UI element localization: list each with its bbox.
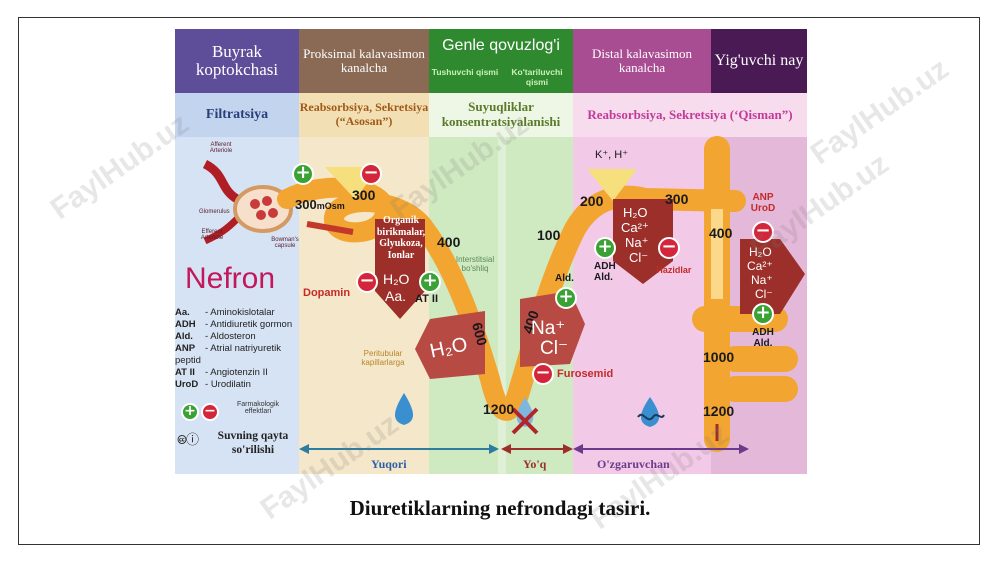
legend-minus-icon: −	[201, 403, 219, 421]
nacl-na: Na⁺	[531, 318, 566, 339]
kh-label: K⁺, H⁺	[595, 149, 629, 161]
water-drop-high	[394, 393, 414, 425]
osm-collect-b: 1000	[703, 349, 735, 365]
subtitle-glomerulus: Filtratsiya	[175, 93, 299, 137]
interstitial-label: Interstitsial bo'shliq	[455, 255, 495, 273]
peritubular-capillary	[306, 221, 354, 235]
legend-row: Ald.- Aldosteron	[175, 331, 256, 342]
duct-highlight	[711, 209, 723, 299]
distal-ion-ca: Ca²⁺	[621, 220, 649, 235]
osm-collect-a: 400	[709, 225, 733, 241]
osm-collect-c: 1200	[703, 403, 735, 419]
distal-ion-h2o: H₂O	[623, 205, 648, 220]
distal-hormones: ADH Ald.	[594, 261, 616, 283]
legend-row: UroD- Urodilatin	[175, 379, 251, 390]
proximal-ion-h2o: H₂O	[383, 271, 410, 287]
osm-proximal: 300	[352, 187, 376, 203]
h2o-arrow	[415, 311, 485, 379]
tiazid-minus-icon: −	[658, 237, 680, 259]
loop-sub-descending: Tushuvchi qismi	[429, 63, 501, 93]
loop-center-band	[498, 137, 506, 474]
water-variable-wave	[637, 413, 665, 421]
scale-none-label: Yo'q	[523, 457, 547, 471]
water-none-cross	[511, 407, 539, 435]
water-drop-variable	[640, 397, 660, 427]
osm-start: 300mOsm	[295, 197, 345, 212]
collect-ion-na: Na⁺	[751, 273, 773, 287]
collect-plus-icon: +	[752, 303, 774, 325]
loop-sub-ascending: Ko'tariluvchi qismi	[501, 63, 573, 93]
distal-ion-cl: Cl⁻	[629, 250, 649, 265]
collecting-arrow	[740, 239, 805, 314]
furosemid-label: Furosemid	[557, 368, 614, 380]
osm-loop-bottom: 1200	[483, 401, 515, 417]
collect-minus-icon: −	[752, 221, 774, 243]
dopamine-label: Dopamin	[303, 287, 351, 299]
proximal-minus-icon: −	[360, 163, 382, 185]
tubule-drawing	[202, 136, 805, 454]
legend: Aa.- Aminokislotalar ADH- Antidiuretik g…	[175, 307, 303, 391]
osm-loop-asc-low: 100	[537, 227, 561, 243]
legend-plus-icon: +	[181, 403, 199, 421]
label-bowman: Bowman's capsule	[271, 237, 299, 249]
header-loop: Genle qovuzlog'i	[429, 29, 573, 63]
dopamine-minus-icon: −	[356, 271, 378, 293]
afferent-arteriole	[202, 159, 240, 203]
legend-row: Aa.- Aminokislotalar	[175, 307, 275, 318]
legend-effects: Farmakologik effektlari	[236, 401, 279, 415]
label-efferent: Efferent Arteriole	[200, 229, 224, 241]
nacl-cl: Cl⁻	[540, 338, 568, 359]
proximal-tubule	[277, 177, 525, 421]
label-glomerulus: Glomerulus	[199, 209, 230, 215]
subtitle-loop: Suyuqliklar konsentratsiyalanishi	[429, 93, 573, 137]
collect-ion-ca: Ca²⁺	[747, 259, 773, 273]
distal-arrow	[613, 199, 673, 284]
legend-row: ADH- Antidiuretik gormon	[175, 319, 293, 330]
at2-label: AT II	[415, 293, 439, 305]
proximal-plus-icon: +	[292, 163, 314, 185]
subtitle-distal: Reabsorbsiya, Sekretsiya (‘Qisman”)	[573, 93, 807, 137]
subtitle-proximal: Reabsorbsiya, Sekretsiya (“Asosan”)	[299, 93, 429, 137]
legend-row: AT II- Angiotenzin II	[175, 367, 268, 378]
nephron-diagram: Buyrak koptokchasi Proksimal kalavasimon…	[175, 29, 807, 474]
water-reabsorption-label: Suvning qayta so'rilishi	[217, 430, 289, 457]
scale-variable-label: O'zgaruvchan	[597, 457, 670, 471]
distal-ion-na: Na⁺	[625, 235, 649, 250]
osm-distal-b: 300	[665, 191, 689, 207]
furosemid-minus-icon: −	[532, 363, 554, 385]
license-icons: 🅭ⓘ	[178, 433, 200, 448]
nefron-title: Nefron	[185, 262, 276, 295]
collect-ion-cl: Cl⁻	[755, 287, 773, 301]
proximal-box-text: Organik birikmalar, Glyukoza, Ionlar	[376, 215, 426, 261]
proximal-ion-aa: Aa.	[385, 288, 407, 304]
bowman-capsule	[233, 185, 293, 233]
figure-caption: Diuretiklarning nefrondagi tasiri.	[349, 496, 651, 520]
osm-distal-a: 200	[580, 193, 604, 209]
collect-pos-label: ADH Ald.	[752, 327, 774, 349]
osm-loop-desc: 400	[437, 234, 461, 250]
header-proximal: Proksimal kalavasimon kanalcha	[299, 29, 429, 93]
proximal-arrow	[375, 219, 425, 319]
header-distal: Distal kalavasimon kanalcha	[573, 29, 711, 93]
distal-plus-icon: +	[594, 237, 616, 259]
legend-row: ANP- Atrial natriyuretik peptid	[175, 343, 282, 366]
peritubular-label: Peritubular kapillarlarga	[361, 349, 405, 367]
header-glomerulus: Buyrak koptokchasi	[175, 29, 299, 93]
label-afferent: Afferent Arteriole	[209, 142, 233, 154]
distal-funnel	[587, 169, 637, 201]
efferent-arteriole	[203, 216, 240, 245]
at2-plus-icon: +	[419, 271, 441, 293]
collect-neg-label: ANP UroD	[750, 192, 776, 214]
tiazid-label: Tiazidlar	[655, 265, 692, 275]
header-collecting: Yig'uvchi nay	[711, 29, 807, 93]
nacl-arrow	[520, 291, 585, 367]
ald-plus-icon: +	[555, 287, 577, 309]
scale-high-label: Yuqori	[371, 457, 407, 471]
collect-ion-h2o: H₂O	[749, 245, 772, 259]
ald-label: Ald.	[555, 273, 574, 284]
